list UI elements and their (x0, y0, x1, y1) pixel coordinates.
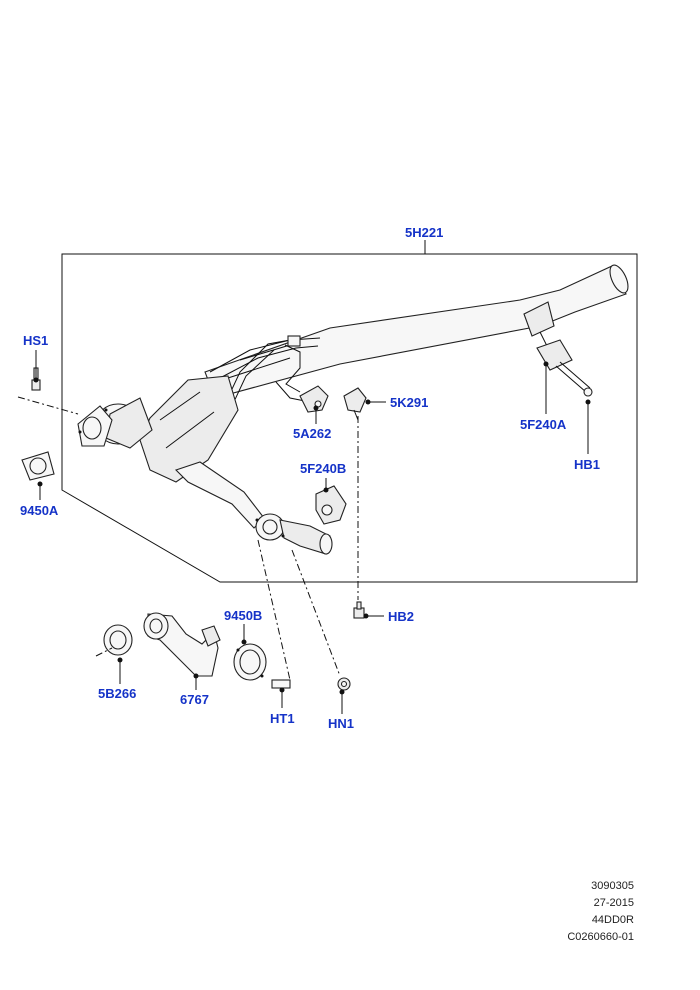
reference-line-4: C0260660-01 (567, 931, 634, 943)
gasket-5b266 (103, 624, 133, 656)
callout-9450b: 9450B (224, 608, 262, 623)
reference-line-3: 44DD0R (591, 914, 634, 926)
bolt-hb2 (353, 601, 365, 619)
pipe-6767 (143, 612, 221, 677)
document-reference-block: 3090305 27-2015 44DD0R C0260660-01 (540, 878, 634, 946)
callout-5k291: 5K291 (390, 395, 428, 410)
callout-5a262: 5A262 (293, 426, 331, 441)
callout-5b266: 5B266 (98, 686, 136, 701)
callout-ht1: HT1 (270, 711, 295, 726)
sensor-5a262 (299, 385, 329, 413)
callout-5h221: 5H221 (405, 225, 443, 240)
catalytic-converter (95, 375, 239, 483)
callout-9450a: 9450A (20, 503, 59, 518)
tailpipe-tube (204, 264, 629, 399)
reference-line-2: 27-2015 (593, 897, 634, 909)
nut-hn1 (337, 677, 351, 691)
callout-hs1: HS1 (23, 333, 48, 348)
assembly-outline (61, 253, 638, 583)
gasket-9450a (21, 451, 55, 481)
callout-hb2: HB2 (388, 609, 414, 624)
callout-hn1: HN1 (328, 716, 354, 731)
callout-hb1: HB1 (574, 457, 600, 472)
down-pipe (174, 461, 333, 555)
front-flange (77, 405, 113, 447)
clip-5k291 (343, 387, 367, 421)
gasket-9450b (233, 643, 267, 681)
isolator-5f240a (536, 339, 593, 397)
isolator-5f240b (315, 485, 347, 525)
callout-5f240b: 5F240B (300, 461, 346, 476)
stud-ht1 (271, 679, 291, 689)
callout-5f240a: 5F240A (520, 417, 567, 432)
reference-line-1: 3090305 (591, 880, 634, 892)
callout-6767: 6767 (180, 692, 209, 707)
assembly-guides (17, 396, 359, 681)
leader-lines (33, 350, 591, 714)
